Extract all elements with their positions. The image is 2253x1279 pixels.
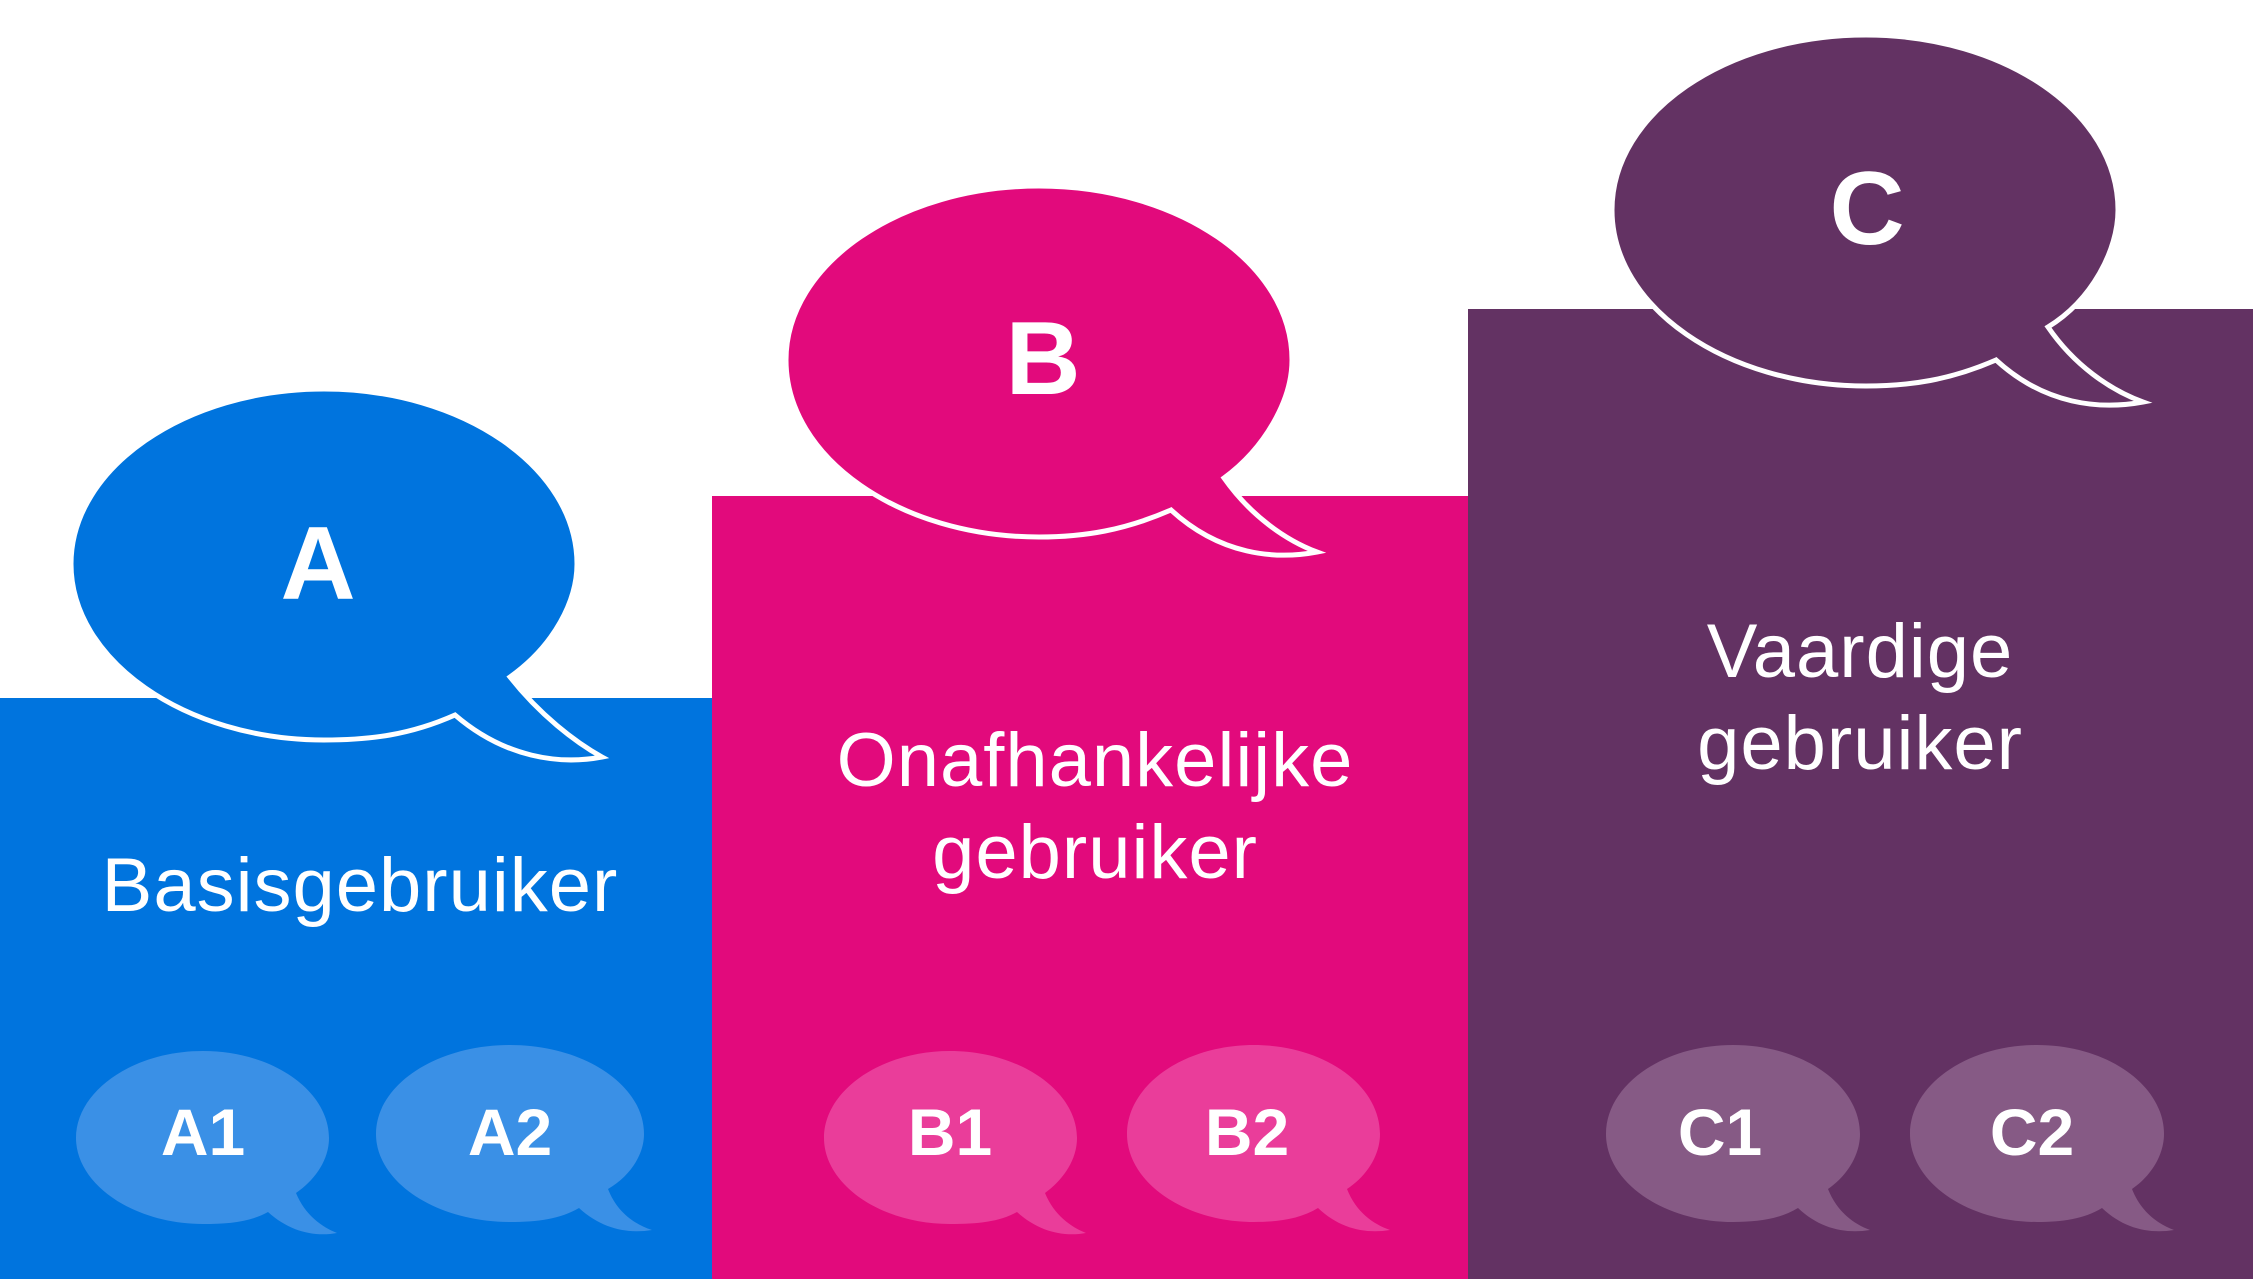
sublevel-b2: B2 [1204, 1095, 1290, 1169]
sublevel-a2: A2 [467, 1095, 553, 1169]
sublevel-b1: B1 [907, 1095, 993, 1169]
level-a-label-line: Basisgebruiker [101, 843, 619, 928]
speech-bubble-c1-icon [1606, 1045, 1870, 1232]
speech-bubble-b-icon [783, 183, 1327, 558]
speech-bubble-b1-icon [824, 1051, 1086, 1235]
speech-bubble-c-icon [1609, 32, 2153, 408]
level-c-letter: C [1829, 151, 1905, 267]
level-c-label-line-1: Vaardige [1706, 609, 2014, 694]
sublevel-a1: A1 [160, 1095, 246, 1169]
speech-bubble-a1-icon [76, 1051, 337, 1235]
level-b-label: Onafhankelijke gebruiker [760, 715, 1430, 899]
level-b-label-line-2: gebruiker [932, 810, 1258, 895]
level-c-label: Vaardige gebruiker [1530, 606, 2190, 790]
level-a-letter: A [280, 506, 356, 622]
level-b-label-line-1: Onafhankelijke [836, 718, 1354, 803]
sublevel-c2: C2 [1989, 1095, 2075, 1169]
level-b-letter: B [1005, 301, 1081, 417]
speech-bubble-a2-icon [376, 1045, 652, 1232]
level-a-label: Basisgebruiker [40, 840, 680, 932]
speech-bubble-a-icon [68, 386, 610, 763]
speech-bubble-c2-icon [1910, 1045, 2174, 1232]
speech-bubble-b2-icon [1127, 1045, 1390, 1232]
level-c-label-line-2: gebruiker [1697, 701, 2023, 786]
sublevel-c1: C1 [1677, 1095, 1763, 1169]
